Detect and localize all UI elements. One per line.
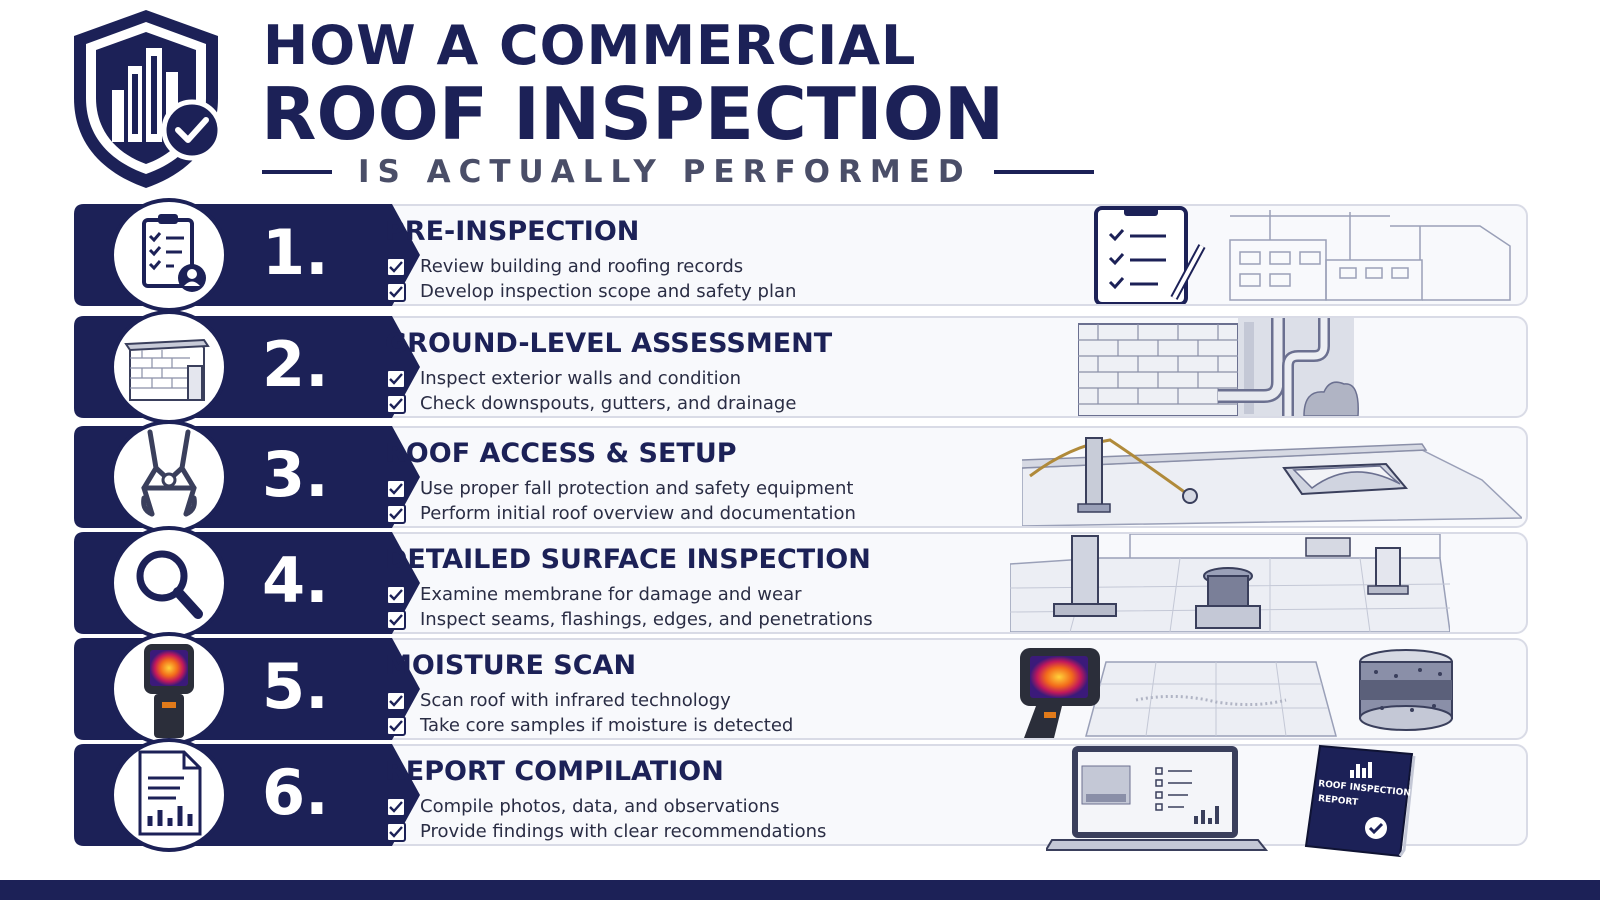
title-line-1: HOW A COMMERCIAL — [263, 14, 917, 77]
report-book: ROOF INSPECTION REPORT — [1300, 740, 1418, 858]
checkbox-checked-icon — [386, 584, 406, 605]
header: HOW A COMMERCIAL ROOF INSPECTION IS ACTU… — [0, 0, 1600, 200]
bullet-item: Develop inspection scope and safety plan — [386, 279, 796, 304]
bullet-text: Perform initial roof overview and docume… — [420, 503, 856, 524]
bullet-text: Review building and roofing records — [420, 256, 744, 277]
step-number: 2. — [262, 328, 329, 401]
step-number: 4. — [262, 544, 329, 617]
step-bullets: Review building and roofing records Deve… — [386, 254, 796, 304]
checkbox-checked-icon — [386, 281, 406, 302]
checkbox-checked-icon — [386, 690, 406, 711]
step-number: 6. — [262, 756, 329, 829]
bullet-item: Check downspouts, gutters, and drainage — [386, 391, 796, 416]
step-6: 6. REPORT COMPILATION Compile photos, da… — [74, 738, 1528, 858]
step-title: MOISTURE SCAN — [385, 650, 637, 681]
brick-building-icon — [110, 310, 228, 424]
step-5: 5. MOISTURE SCAN Scan roof with infrared… — [74, 632, 1528, 746]
checkbox-checked-icon — [386, 821, 406, 842]
bullet-item: Perform initial roof overview and docume… — [386, 501, 856, 526]
subtitle-rule-left — [262, 170, 332, 174]
bullet-item: Inspect exterior walls and condition — [386, 366, 796, 391]
step-number: 5. — [262, 650, 329, 723]
bullet-text: Take core samples if moisture is detecte… — [420, 715, 794, 736]
bullet-item: Scan roof with infrared technology — [386, 688, 793, 713]
thermal-camera-icon — [110, 632, 228, 746]
bullet-text: Develop inspection scope and safety plan — [420, 281, 797, 302]
step-4: 4. DETAILED SURFACE INSPECTION Examine m… — [74, 526, 1528, 640]
bullet-text: Inspect exterior walls and condition — [420, 368, 742, 389]
step-title: PRE-INSPECTION — [385, 216, 640, 247]
checkbox-checked-icon — [386, 478, 406, 499]
step-3: 3. ROOF ACCESS & SETUP Use proper fall p… — [74, 420, 1528, 534]
roof-penetrations-sketch — [1010, 534, 1450, 632]
shield-building-check-icon — [74, 10, 223, 188]
report-document-icon — [110, 738, 228, 852]
step-bullets: Inspect exterior walls and condition Che… — [386, 366, 796, 416]
checkbox-checked-icon — [386, 256, 406, 277]
footer-bar — [0, 880, 1600, 900]
subtitle: IS ACTUALLY PERFORMED — [358, 154, 972, 190]
title-line-2: ROOF INSPECTION — [261, 72, 1005, 156]
checkbox-checked-icon — [386, 393, 406, 414]
bullet-item: Review building and roofing records — [386, 254, 796, 279]
bullet-text: Check downspouts, gutters, and drainage — [420, 393, 797, 414]
checkbox-checked-icon — [386, 368, 406, 389]
bullet-text: Inspect seams, flashings, edges, and pen… — [420, 609, 873, 630]
step-bullets: Use proper fall protection and safety eq… — [386, 476, 856, 526]
step-bullets: Scan roof with infrared technology Take … — [386, 688, 793, 738]
checkbox-checked-icon — [386, 609, 406, 630]
step-2: 2. GROUND-LEVEL ASSESSMENT Inspect exter… — [74, 310, 1528, 424]
checkbox-checked-icon — [386, 715, 406, 736]
safety-harness-icon — [110, 420, 228, 534]
bullet-item: Provide findings with clear recommendati… — [386, 819, 826, 844]
bullet-text: Examine membrane for damage and wear — [420, 584, 802, 605]
subtitle-rule-right — [993, 170, 1094, 174]
step-title: REPORT COMPILATION — [385, 756, 724, 787]
laptop-report-book-sketch — [1046, 746, 1269, 851]
bullet-text: Use proper fall protection and safety eq… — [420, 478, 854, 499]
wall-downspout-sketch — [1078, 318, 1359, 416]
magnifying-glass-icon — [110, 526, 228, 640]
checkbox-checked-icon — [386, 503, 406, 524]
step-number: 3. — [262, 438, 329, 511]
checkbox-checked-icon — [386, 796, 406, 817]
step-title: DETAILED SURFACE INSPECTION — [385, 544, 871, 575]
bullet-item: Use proper fall protection and safety eq… — [386, 476, 856, 501]
bullet-text: Compile photos, data, and observations — [420, 796, 780, 817]
bullet-text: Provide findings with clear recommendati… — [420, 821, 827, 842]
thermal-camera-core-sample-sketch — [1020, 648, 1453, 738]
step-1: 1. PRE-INSPECTION Review building and ro… — [74, 198, 1528, 312]
subtitle-row: IS ACTUALLY PERFORMED — [262, 152, 1132, 192]
report-book-icon — [1304, 744, 1416, 858]
bullet-item: Inspect seams, flashings, edges, and pen… — [386, 607, 873, 632]
bullet-item: Take core samples if moisture is detecte… — [386, 713, 793, 738]
clipboard-building-sketch — [1094, 206, 1511, 304]
step-bullets: Examine membrane for damage and wear Ins… — [386, 582, 873, 632]
step-bullets: Compile photos, data, and observations P… — [386, 794, 826, 844]
bullet-item: Examine membrane for damage and wear — [386, 582, 873, 607]
bullet-text: Scan roof with infrared technology — [420, 690, 731, 711]
step-number: 1. — [262, 216, 329, 289]
roof-anchor-skylight-sketch — [1022, 437, 1522, 526]
step-title: ROOF ACCESS & SETUP — [385, 438, 737, 469]
step-title: GROUND-LEVEL ASSESSMENT — [385, 328, 833, 359]
bullet-item: Compile photos, data, and observations — [386, 794, 826, 819]
clipboard-person-icon — [110, 198, 228, 312]
